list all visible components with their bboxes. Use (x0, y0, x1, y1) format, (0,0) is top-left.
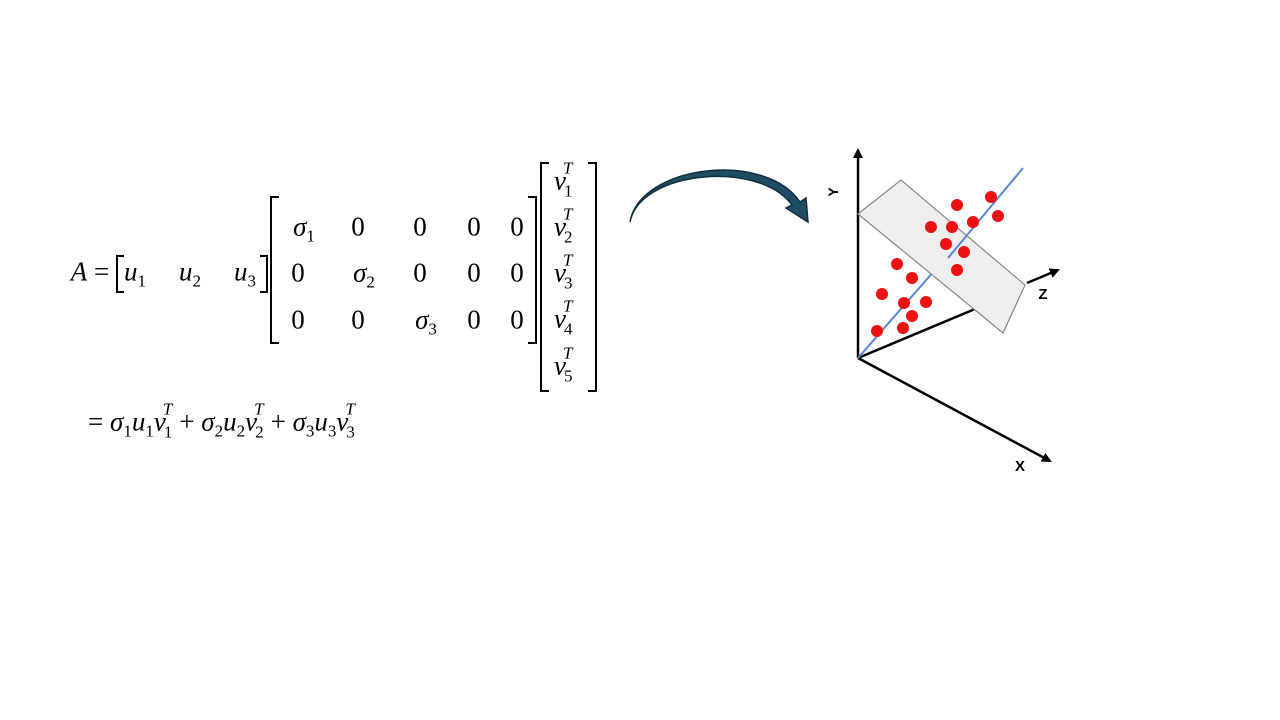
v-bracket-right (588, 162, 597, 392)
data-point (898, 297, 910, 309)
y-axis-label: Y (825, 187, 841, 197)
sigma-cell: 0 (413, 211, 427, 242)
z-axis-label: Z (1038, 286, 1047, 303)
sigma-cell: 0 (467, 211, 481, 242)
data-point (967, 216, 979, 228)
sigma-cell: 0 (291, 304, 305, 335)
sigma-bracket-right (528, 196, 537, 344)
data-point (985, 191, 997, 203)
x-axis (857, 356, 1052, 463)
data-point (876, 288, 888, 300)
sigma-cell: σ3 (415, 304, 437, 339)
sigma-cell: 0 (510, 257, 524, 288)
sigma-cell: 0 (351, 211, 365, 242)
data-point (946, 221, 958, 233)
data-point (897, 322, 909, 334)
data-point (992, 210, 1004, 222)
u-bracket-left (116, 255, 124, 293)
sigma-cell: σ2 (353, 257, 375, 292)
equation-lhs: A = (70, 256, 110, 287)
sigma-cell: 0 (510, 211, 524, 242)
u-vector-3: u3 (234, 256, 256, 291)
sigma-cell: 0 (467, 304, 481, 335)
data-point (906, 272, 918, 284)
principal-line-lower (857, 269, 936, 359)
principal-line-upper (947, 167, 1024, 259)
sigma-bracket-left (270, 196, 279, 344)
sigma-cell: 0 (467, 257, 481, 288)
z-axis-end (1026, 268, 1060, 285)
projection-plane (857, 179, 1026, 334)
sigma-cell: 0 (413, 257, 427, 288)
z-axis (857, 307, 976, 360)
data-point (891, 258, 903, 270)
sigma-cell: σ1 (293, 211, 315, 246)
data-point (951, 264, 963, 276)
data-point (920, 296, 932, 308)
u-vector-1: u1 (124, 256, 146, 291)
sigma-cell: 0 (351, 304, 365, 335)
data-point (958, 246, 970, 258)
data-point (871, 325, 883, 337)
data-point (906, 310, 918, 322)
sigma-cell: 0 (291, 257, 305, 288)
data-point (925, 221, 937, 233)
data-point (951, 199, 963, 211)
curved-arrow-icon (629, 169, 809, 224)
u-bracket-right (260, 255, 268, 293)
data-point (940, 238, 952, 250)
sigma-cell: 0 (510, 304, 524, 335)
v-bracket-left (540, 162, 549, 392)
x-axis-label: X (1015, 458, 1025, 475)
u-vector-2: u2 (179, 256, 201, 291)
